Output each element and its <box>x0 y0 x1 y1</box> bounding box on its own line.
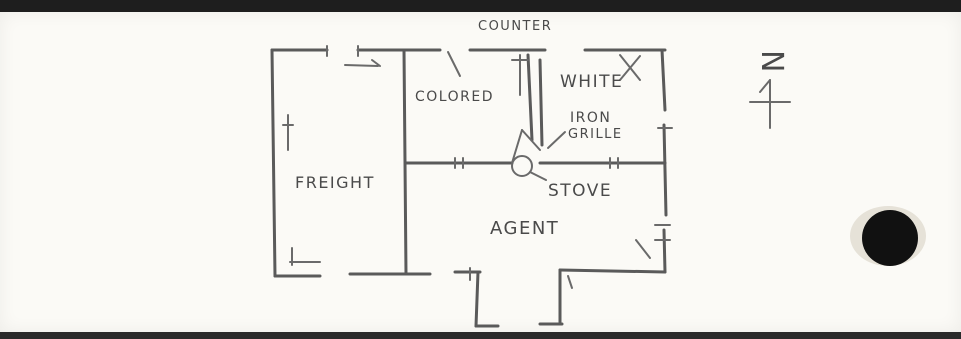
white-room-label: WHITE <box>560 72 623 92</box>
stove-leader <box>529 171 547 181</box>
freight-room-label: FREIGHT <box>295 173 375 192</box>
entry-bay <box>469 267 573 328</box>
iron-label: IRON <box>570 110 611 126</box>
north-arrow: N <box>749 50 791 129</box>
colored-room-label: COLORED <box>415 89 494 105</box>
outer-walls <box>270 48 668 278</box>
north-letter: N <box>754 50 789 74</box>
stove-label: STOVE <box>548 181 612 201</box>
counter-label: COUNTER <box>478 19 552 34</box>
grille-label: GRILLE <box>568 127 623 142</box>
stove-symbol <box>511 155 533 177</box>
bottom-edge <box>0 332 961 339</box>
agent-room-label: AGENT <box>490 218 559 239</box>
grille-leader <box>547 131 566 149</box>
punch-hole <box>850 206 926 266</box>
index-card <box>0 12 961 332</box>
interior-walls <box>402 48 667 276</box>
door-marks <box>282 45 673 266</box>
